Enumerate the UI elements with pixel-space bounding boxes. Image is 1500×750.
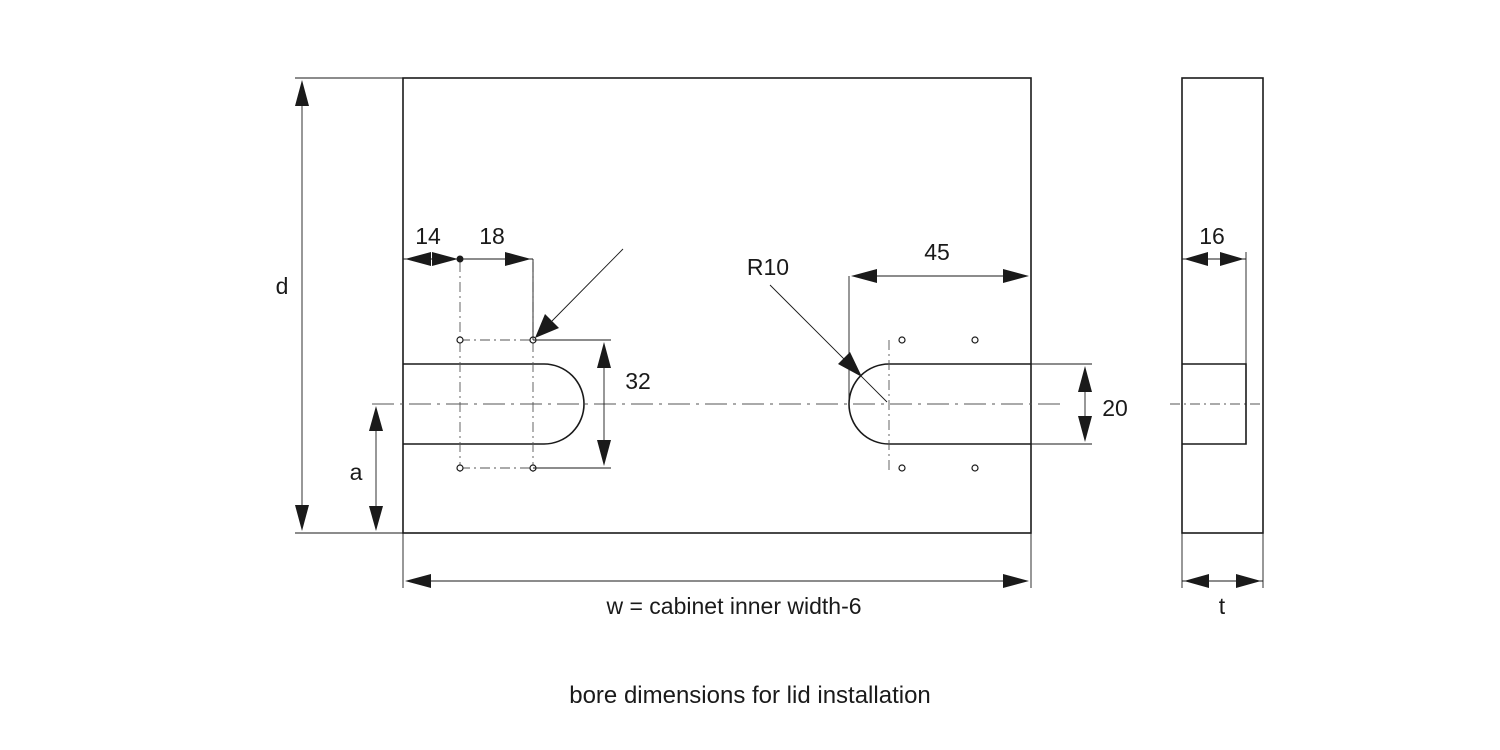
hole-icon (898, 464, 906, 472)
radius-r10: R10 (747, 254, 888, 403)
dimension-14-18: 14 18 (403, 223, 534, 340)
label-t: t (1219, 593, 1226, 619)
side-view-slot (1182, 363, 1247, 445)
dimension-d: d (276, 77, 403, 534)
dimension-20: 20 (1031, 363, 1128, 445)
label-16: 16 (1199, 223, 1225, 249)
label-d: d (276, 273, 289, 299)
left-slot (403, 363, 585, 445)
hole-icon (971, 464, 979, 472)
hole-icon (456, 336, 464, 344)
dimension-45: 45 (848, 239, 1029, 404)
side-view-outline (1181, 77, 1264, 534)
label-r10: R10 (747, 254, 789, 280)
dimension-16: 16 (1182, 223, 1247, 364)
dimension-t: t (1181, 533, 1264, 619)
label-a: a (350, 459, 363, 485)
panel-outline (402, 77, 1032, 534)
label-18: 18 (479, 223, 505, 249)
label-32: 32 (625, 368, 651, 394)
hole-icon (456, 464, 464, 472)
label-14: 14 (415, 223, 441, 249)
label-20: 20 (1102, 395, 1128, 421)
hole-icon (971, 336, 979, 344)
caption: bore dimensions for lid installation (569, 682, 931, 709)
dimension-w: w = cabinet inner width-6 (402, 533, 1032, 619)
dimension-32: 32 (533, 339, 651, 469)
label-w: w = cabinet inner width-6 (605, 593, 861, 619)
hole-icon (898, 336, 906, 344)
label-45: 45 (924, 239, 950, 265)
dimension-a: a (350, 406, 383, 531)
leader-left-hole (535, 248, 624, 338)
